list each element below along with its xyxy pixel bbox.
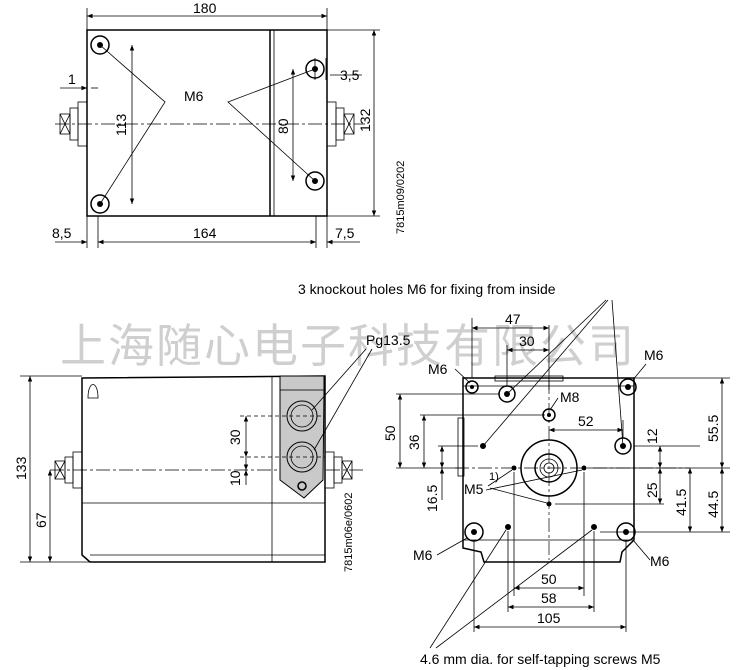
dim-36: 36 (406, 434, 422, 450)
watermark: 上海随心电子科技有限公司 (60, 320, 636, 372)
dim-44-5: 44.5 (705, 491, 721, 518)
label-m5: M5 (464, 481, 484, 497)
side-view-left-connector (54, 451, 83, 489)
dim-bottom-30: 30 (519, 333, 535, 349)
dim-41-5: 41.5 (673, 489, 689, 516)
dim-58: 58 (541, 590, 557, 606)
dim-side-10: 10 (227, 470, 243, 486)
pg13-5-label: Pg13.5 (366, 332, 411, 348)
dim-side-133: 133 (13, 456, 29, 480)
knockout-callout: 3 knockout holes M6 for fixing from insi… (298, 281, 556, 297)
label-m5-note: 1) (489, 471, 499, 483)
side-view: Pg13.5 30 10 133 67 7815m06e/0602 (13, 332, 411, 572)
top-view: M6 180 164 8,5 7,5 1 113 80 3,5 (52, 0, 407, 248)
dim-3-5: 3,5 (340, 67, 360, 83)
dim-1: 1 (68, 71, 76, 87)
dim-113: 113 (113, 113, 129, 136)
dim-180: 180 (193, 0, 217, 16)
top-view-left-connector (59, 101, 88, 147)
dim-25: 25 (644, 482, 660, 498)
dim-7-5: 7,5 (335, 225, 355, 241)
top-view-m6-label: M6 (184, 88, 204, 104)
dim-52: 52 (578, 413, 594, 429)
top-view-right-connector (326, 101, 355, 147)
dim-bottom-50: 50 (382, 425, 398, 441)
dim-16-5: 16.5 (424, 485, 440, 512)
dim-47: 47 (505, 311, 521, 327)
dim-8-5: 8,5 (52, 225, 72, 241)
side-view-right-connector (324, 451, 353, 489)
dim-80: 80 (275, 118, 291, 134)
dim-side-30: 30 (227, 429, 243, 445)
top-view-drawing-ref: 7815m09/0202 (395, 161, 407, 234)
label-m6-top-right: M6 (644, 347, 664, 363)
bottom-view: 3 knockout holes M6 for fixing from insi… (298, 281, 730, 667)
cable-gland-plate (279, 375, 325, 499)
screws-callout: 4.6 mm dia. for self-tapping screws M5 (420, 651, 661, 667)
drive-boss (520, 439, 578, 497)
dim-55-5: 55.5 (705, 415, 721, 442)
side-view-drawing-ref: 7815m06e/0602 (343, 492, 355, 572)
dim-side-67: 67 (33, 512, 49, 528)
dim-105: 105 (537, 610, 561, 626)
dim-164: 164 (193, 225, 217, 241)
dim-12: 12 (644, 428, 660, 444)
dim-132: 132 (357, 108, 373, 132)
dim-bottom-50-h: 50 (541, 571, 557, 587)
label-m8: M8 (560, 389, 580, 405)
label-m6-bottom-right: M6 (650, 553, 670, 569)
label-m6-bottom-left: M6 (413, 547, 433, 563)
bottom-view-body (462, 377, 635, 563)
label-m6-top-left: M6 (428, 361, 448, 377)
bottom-view-holes (464, 378, 637, 542)
